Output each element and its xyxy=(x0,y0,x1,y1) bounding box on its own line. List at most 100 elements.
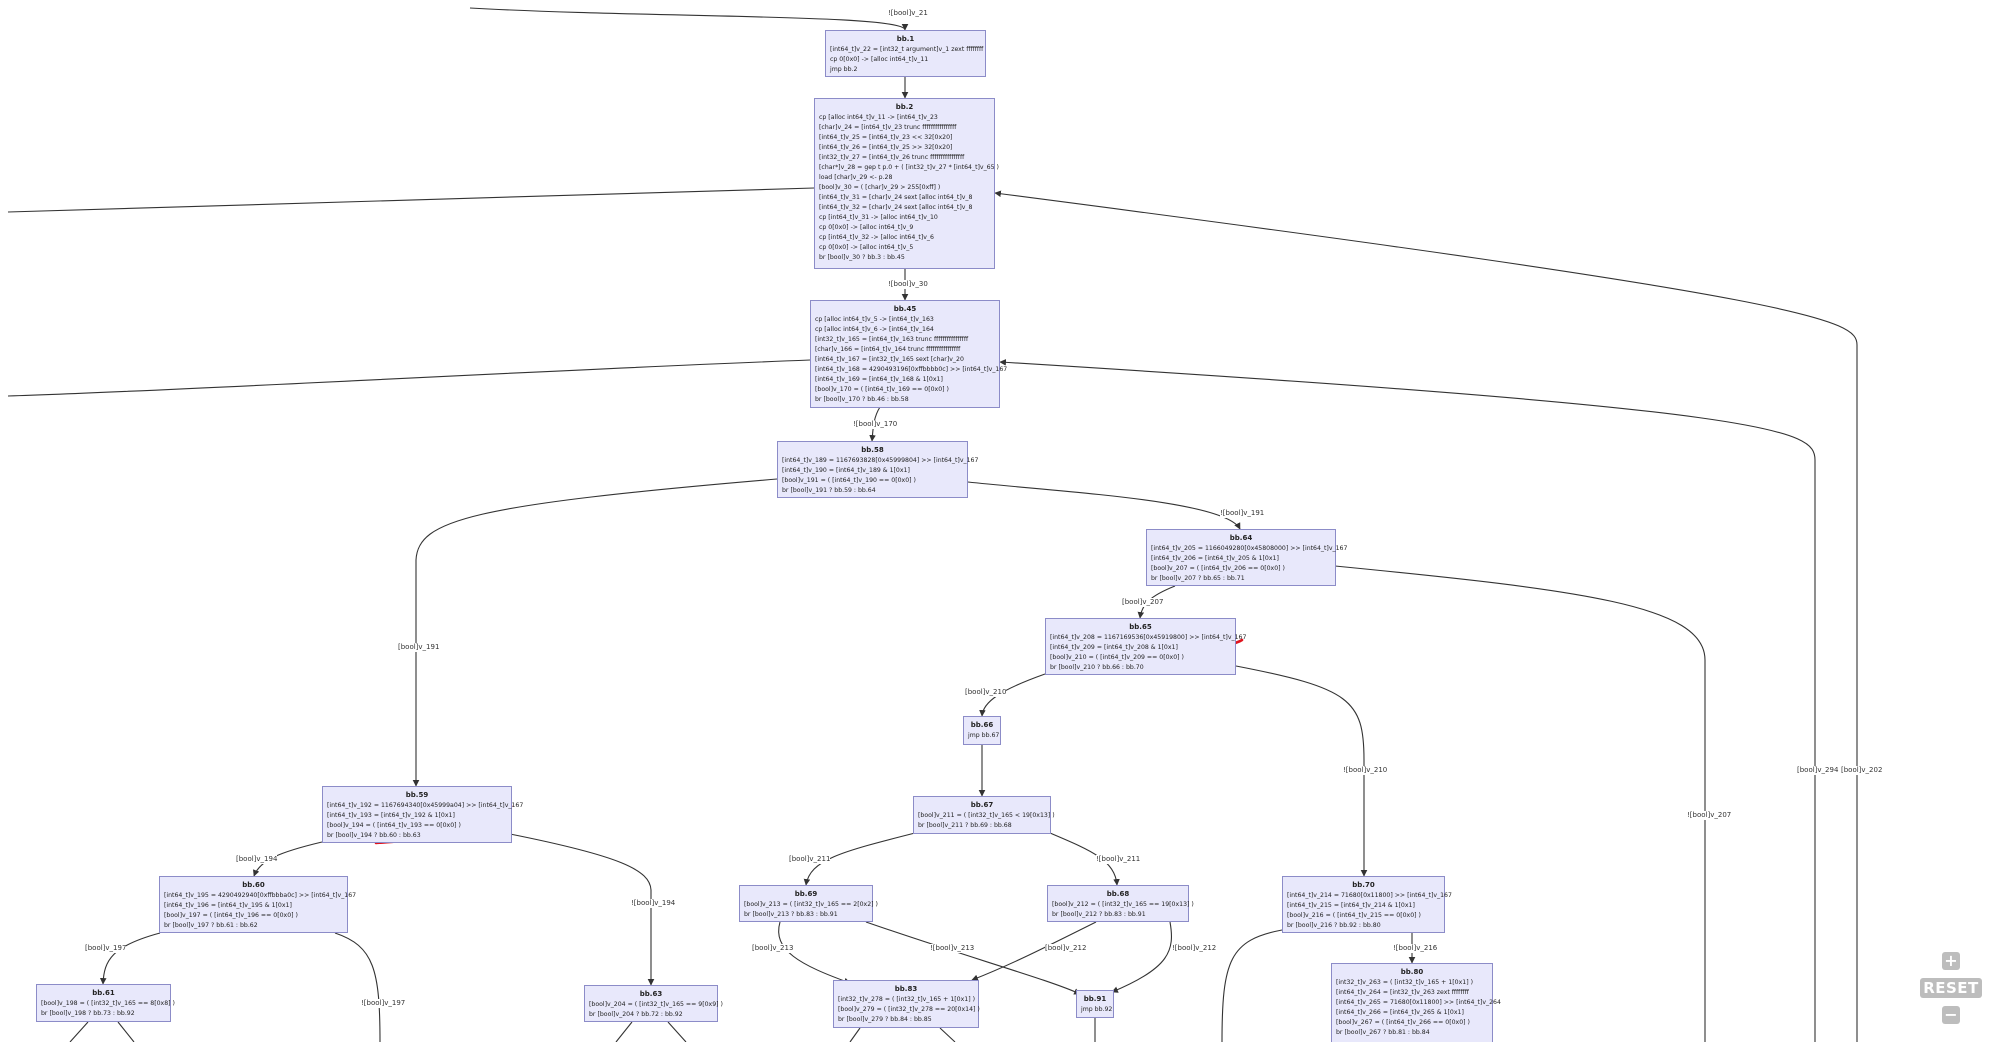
node-bb-66[interactable]: bb.66 jmp bb.67 xyxy=(963,716,1001,745)
node-title: bb.45 xyxy=(893,305,917,313)
node-instruction: cp 0[0x0] -> [alloc int64_t]v_5 xyxy=(819,244,914,251)
edge-label: ![bool]v_197 xyxy=(361,999,406,1008)
node-instruction: br [bool]v_216 ? bb.92 : bb.80 xyxy=(1287,922,1381,929)
node-instruction: [int64_t]v_167 = [int32_t]v_165 sext [ch… xyxy=(815,356,964,363)
edge-bb69-bb91 xyxy=(865,921,1081,995)
node-title: bb.69 xyxy=(794,890,818,898)
zoom-in-button[interactable]: + xyxy=(1942,952,1960,970)
node-instruction: [bool]v_198 = ( [int32_t]v_165 == 8[0x8]… xyxy=(41,1000,175,1007)
node-bb-70[interactable]: bb.70 [int64_t]v_214 = 71680[0x11800] >> … xyxy=(1282,876,1452,933)
edge-label: ![bool]v_216 xyxy=(1393,944,1438,953)
node-bb-58[interactable]: bb.58[int64_t]v_189 = 1167693828[0x45999… xyxy=(777,441,978,498)
node-instruction: [int64_t]v_206 = [int64_t]v_205 & 1[0x1] xyxy=(1151,555,1279,562)
edge-label: [bool]v_191 xyxy=(398,643,440,652)
node-instruction: [bool]v_267 = ( [int64_t]v_266 == 0[0x0]… xyxy=(1336,1019,1470,1026)
node-instruction: [bool]v_194 = ( [int64_t]v_193 == 0[0x0]… xyxy=(327,822,461,829)
edge-bb58-bb59 xyxy=(412,478,778,787)
node-instruction: [int64_t]v_32 = [char]v_24 sext [alloc i… xyxy=(819,204,973,211)
node-instruction: [int32_t]v_27 = [int64_t]v_26 trunc ffff… xyxy=(819,154,965,161)
node-title: bb.65 xyxy=(1129,623,1152,631)
node-instruction: br [bool]v_198 ? bb.73 : bb.92 xyxy=(41,1010,135,1017)
node-instruction: [char]v_24 = [int64_t]v_23 trunc fffffff… xyxy=(819,124,957,131)
edge-bb45-left xyxy=(7,359,811,397)
node-instruction: br [bool]v_267 ? bb.81 : bb.84 xyxy=(1336,1029,1430,1036)
node-instruction: [bool]v_216 = ( [int64_t]v_215 == 0[0x0]… xyxy=(1287,912,1421,919)
edge-label: ![bool]v_213 xyxy=(930,944,975,953)
node-instruction: [bool]v_213 = ( [int32_t]v_165 == 2[0x2]… xyxy=(744,901,878,908)
node-bb-69[interactable]: bb.69 [bool]v_213 = ( [int32_t]v_165 == 2… xyxy=(739,885,878,922)
node-title: bb.1 xyxy=(896,35,915,43)
node-instruction: cp [alloc int64_t]v_6 -> [int64_t]v_164 xyxy=(815,326,934,333)
node-bb-68[interactable]: bb.68[bool]v_212 = ( [int32_t]v_165 == 1… xyxy=(1047,885,1194,922)
node-title: bb.58 xyxy=(861,446,884,454)
node-instruction: cp [int64_t]v_32 -> [alloc int64_t]v_6 xyxy=(819,234,934,241)
node-bb-80[interactable]: bb.80[int32_t]v_263 = ( [int32_t]v_165 +… xyxy=(1331,963,1501,1042)
edge-label: ![bool]v_194 xyxy=(631,899,676,908)
node-instruction: [char]v_166 = [int64_t]v_164 trunc fffff… xyxy=(815,346,961,353)
node-instruction: [int64_t]v_190 = [int64_t]v_189 & 1[0x1] xyxy=(782,467,910,474)
node-instruction: [bool]v_279 = ( [int32_t]v_278 == 20[0x1… xyxy=(838,1006,980,1013)
zoom-out-button[interactable]: − xyxy=(1942,1006,1960,1024)
node-title: bb.59 xyxy=(405,791,429,799)
node-instruction: [bool]v_204 = ( [int32_t]v_165 == 9[0x9]… xyxy=(589,1001,723,1008)
node-instruction: [int64_t]v_264 = [int32_t]v_263 zext fff… xyxy=(1336,989,1469,996)
node-instruction: [int64_t]v_215 = [int64_t]v_214 & 1[0x1] xyxy=(1287,902,1415,909)
node-instruction: br [bool]v_30 ? bb.3 : bb.45 xyxy=(819,254,905,261)
node-bb-64[interactable]: bb.64[int64_t]v_205 = 1166049280[0x45808… xyxy=(1146,529,1347,586)
edge-bb60-down xyxy=(334,932,381,1042)
edge-bb83-down-a xyxy=(849,1027,861,1042)
edge-label: [bool]v_210 xyxy=(965,688,1007,697)
node-instruction: [int32_t]v_165 = [int64_t]v_163 trunc ff… xyxy=(815,336,969,343)
node-bb-61[interactable]: bb.61 [bool]v_198 = ( [int32_t]v_165 == 8… xyxy=(36,984,175,1022)
node-bb-67[interactable]: bb.67[bool]v_211 = ( [int32_t]v_165 < 19… xyxy=(913,796,1055,834)
node-instruction: br [bool]v_191 ? bb.59 : bb.64 xyxy=(782,487,876,494)
edge-bb64-right xyxy=(1334,565,1706,1042)
node-title: bb.91 xyxy=(1083,995,1107,1003)
node-instruction: jmp bb.2 xyxy=(830,66,858,73)
node-instruction: [bool]v_30 = ( [char]v_29 > 255[0xff] ) xyxy=(819,184,941,191)
edge-label: ![bool]v_212 xyxy=(1172,944,1217,953)
edge-bb59-bb63 xyxy=(509,833,655,986)
node-instruction: [int64_t]v_192 = 1167694340[0x45999a04] … xyxy=(327,802,524,809)
reset-button[interactable]: RESET xyxy=(1920,978,1982,998)
node-bb-83[interactable]: bb.83[int32_t]v_278 = ( [int32_t]v_165 +… xyxy=(833,980,980,1028)
edge-label: ![bool]v_210 xyxy=(1343,766,1388,775)
edge-bb83-down-b xyxy=(939,1027,956,1042)
node-instruction: jmp bb.67 xyxy=(968,732,1000,739)
edge-label: ![bool]v_207 xyxy=(1687,811,1732,820)
node-instruction: load [char]v_29 <- p.28 xyxy=(819,174,893,181)
node-instruction: [int64_t]v_266 = [int64_t]v_265 & 1[0x1] xyxy=(1336,1009,1464,1016)
node-bb-63[interactable]: bb.63[bool]v_204 = ( [int32_t]v_165 == 9… xyxy=(584,985,723,1022)
node-instruction: [int32_t]v_278 = ( [int32_t]v_165 + 1[0x… xyxy=(838,996,976,1003)
node-instruction: br [bool]v_213 ? bb.83 : bb.91 xyxy=(744,911,838,918)
node-instruction: [bool]v_211 = ( [int32_t]v_165 < 19[0x13… xyxy=(918,812,1055,819)
edge-bb63-down-a xyxy=(615,1021,633,1042)
node-title: bb.61 xyxy=(92,989,115,997)
edge-bb60-bb61 xyxy=(99,932,161,985)
node-instruction: [char*]v_28 = gep t p.0 + ( [int32_t]v_2… xyxy=(819,164,999,171)
node-bb-65[interactable]: bb.65[int64_t]v_208 = 1167169536[0x45919… xyxy=(1045,618,1246,675)
node-title: bb.68 xyxy=(1106,890,1130,898)
node-instruction: [int64_t]v_214 = 71680[0x11800] >> [int6… xyxy=(1287,892,1452,899)
node-instruction: br [bool]v_211 ? bb.69 : bb.68 xyxy=(918,822,1012,829)
edge-back-bb2 xyxy=(994,190,1858,1042)
node-instruction: [int64_t]v_265 = 71680[0x11800] >> [int6… xyxy=(1336,999,1501,1006)
node-instruction: [bool]v_191 = ( [int64_t]v_190 == 0[0x0]… xyxy=(782,477,916,484)
edge-bb68-bb83 xyxy=(971,921,1097,981)
edge-bb61-down-b xyxy=(117,1021,135,1042)
node-instruction: [int32_t]v_263 = ( [int32_t]v_165 + 1[0x… xyxy=(1336,979,1474,986)
edge-label: [bool]v_197 xyxy=(85,944,127,953)
edge-label: [bool]v_211 xyxy=(789,855,831,864)
node-bb-60[interactable]: bb.60[int64_t]v_195 = 4290492940[0xffbbb… xyxy=(159,876,356,933)
node-bb-59[interactable]: bb.59 [int64_t]v_192 = 1167694340[0x45999… xyxy=(322,786,524,843)
edge-top-bb1 xyxy=(469,7,909,31)
node-title: bb.70 xyxy=(1352,881,1375,889)
node-bb-1[interactable]: bb.1[int64_t]v_22 = [int32_t argument]v_… xyxy=(825,30,986,77)
edge-label: ![bool]v_211 xyxy=(1096,855,1141,864)
node-instruction: br [bool]v_204 ? bb.72 : bb.92 xyxy=(589,1011,683,1018)
node-title: bb.66 xyxy=(970,721,994,729)
